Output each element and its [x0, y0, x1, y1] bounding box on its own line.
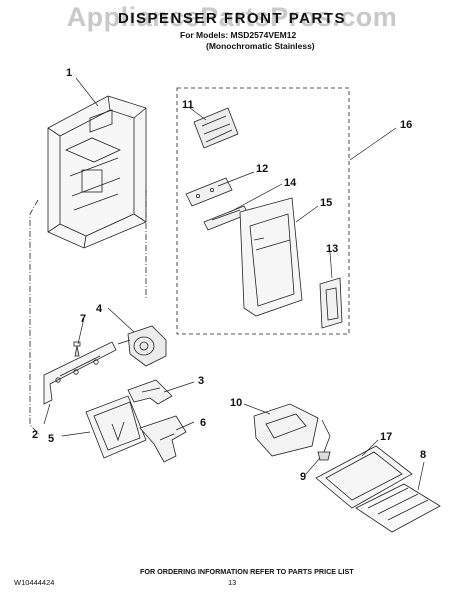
callout-12: 12	[256, 163, 268, 175]
variant-line: (Monochromatic Stainless)	[206, 41, 315, 51]
diagram-title: DISPENSER FRONT PARTS	[118, 10, 346, 27]
leader-lines	[43, 77, 425, 491]
callout-10: 10	[230, 397, 242, 409]
part-arm	[139, 415, 187, 463]
part-switch-board	[185, 177, 233, 207]
callout-6: 6	[200, 417, 206, 429]
part-frame	[239, 197, 303, 317]
assembly-line-left	[29, 199, 41, 436]
page-number: 13	[228, 578, 237, 587]
part-screw	[73, 341, 81, 357]
part-lower-housing	[253, 403, 319, 457]
callout-15: 15	[320, 197, 332, 209]
callout-13: 13	[326, 243, 338, 255]
group-box-16	[176, 87, 350, 335]
ordering-info: FOR ORDERING INFORMATION REFER TO PARTS …	[140, 567, 354, 576]
part-paddle	[85, 395, 147, 459]
part-side-trim	[319, 277, 343, 329]
callout-17: 17	[380, 431, 392, 443]
callout-14: 14	[284, 177, 297, 189]
callout-1: 1	[66, 67, 72, 79]
part-lever	[127, 379, 173, 405]
part-bracket	[43, 341, 117, 405]
callout-9: 9	[300, 471, 306, 483]
callout-2: 2	[32, 429, 38, 441]
callout-11: 11	[182, 99, 194, 111]
callout-7: 7	[80, 313, 86, 325]
part-grille	[355, 483, 441, 533]
callout-5: 5	[48, 433, 54, 445]
callout-3: 3	[198, 375, 204, 387]
callout-16: 16	[400, 119, 412, 131]
callout-8: 8	[420, 449, 426, 461]
models-line: For Models: MSD2574VEM12	[180, 30, 297, 40]
document-number: W10444424	[14, 578, 55, 587]
part-tube	[317, 419, 331, 461]
callout-4: 4	[96, 303, 103, 315]
part-housing	[47, 95, 147, 249]
watermark: AppliancePartsPros.com	[66, 2, 398, 32]
part-control-board	[193, 107, 239, 149]
part-motor	[117, 325, 167, 367]
callout-labels: 1 2 3 4 5 6 7 8 9 10 11 12 13 14 15 16 1…	[32, 67, 426, 483]
part-drip-tray	[315, 445, 413, 509]
